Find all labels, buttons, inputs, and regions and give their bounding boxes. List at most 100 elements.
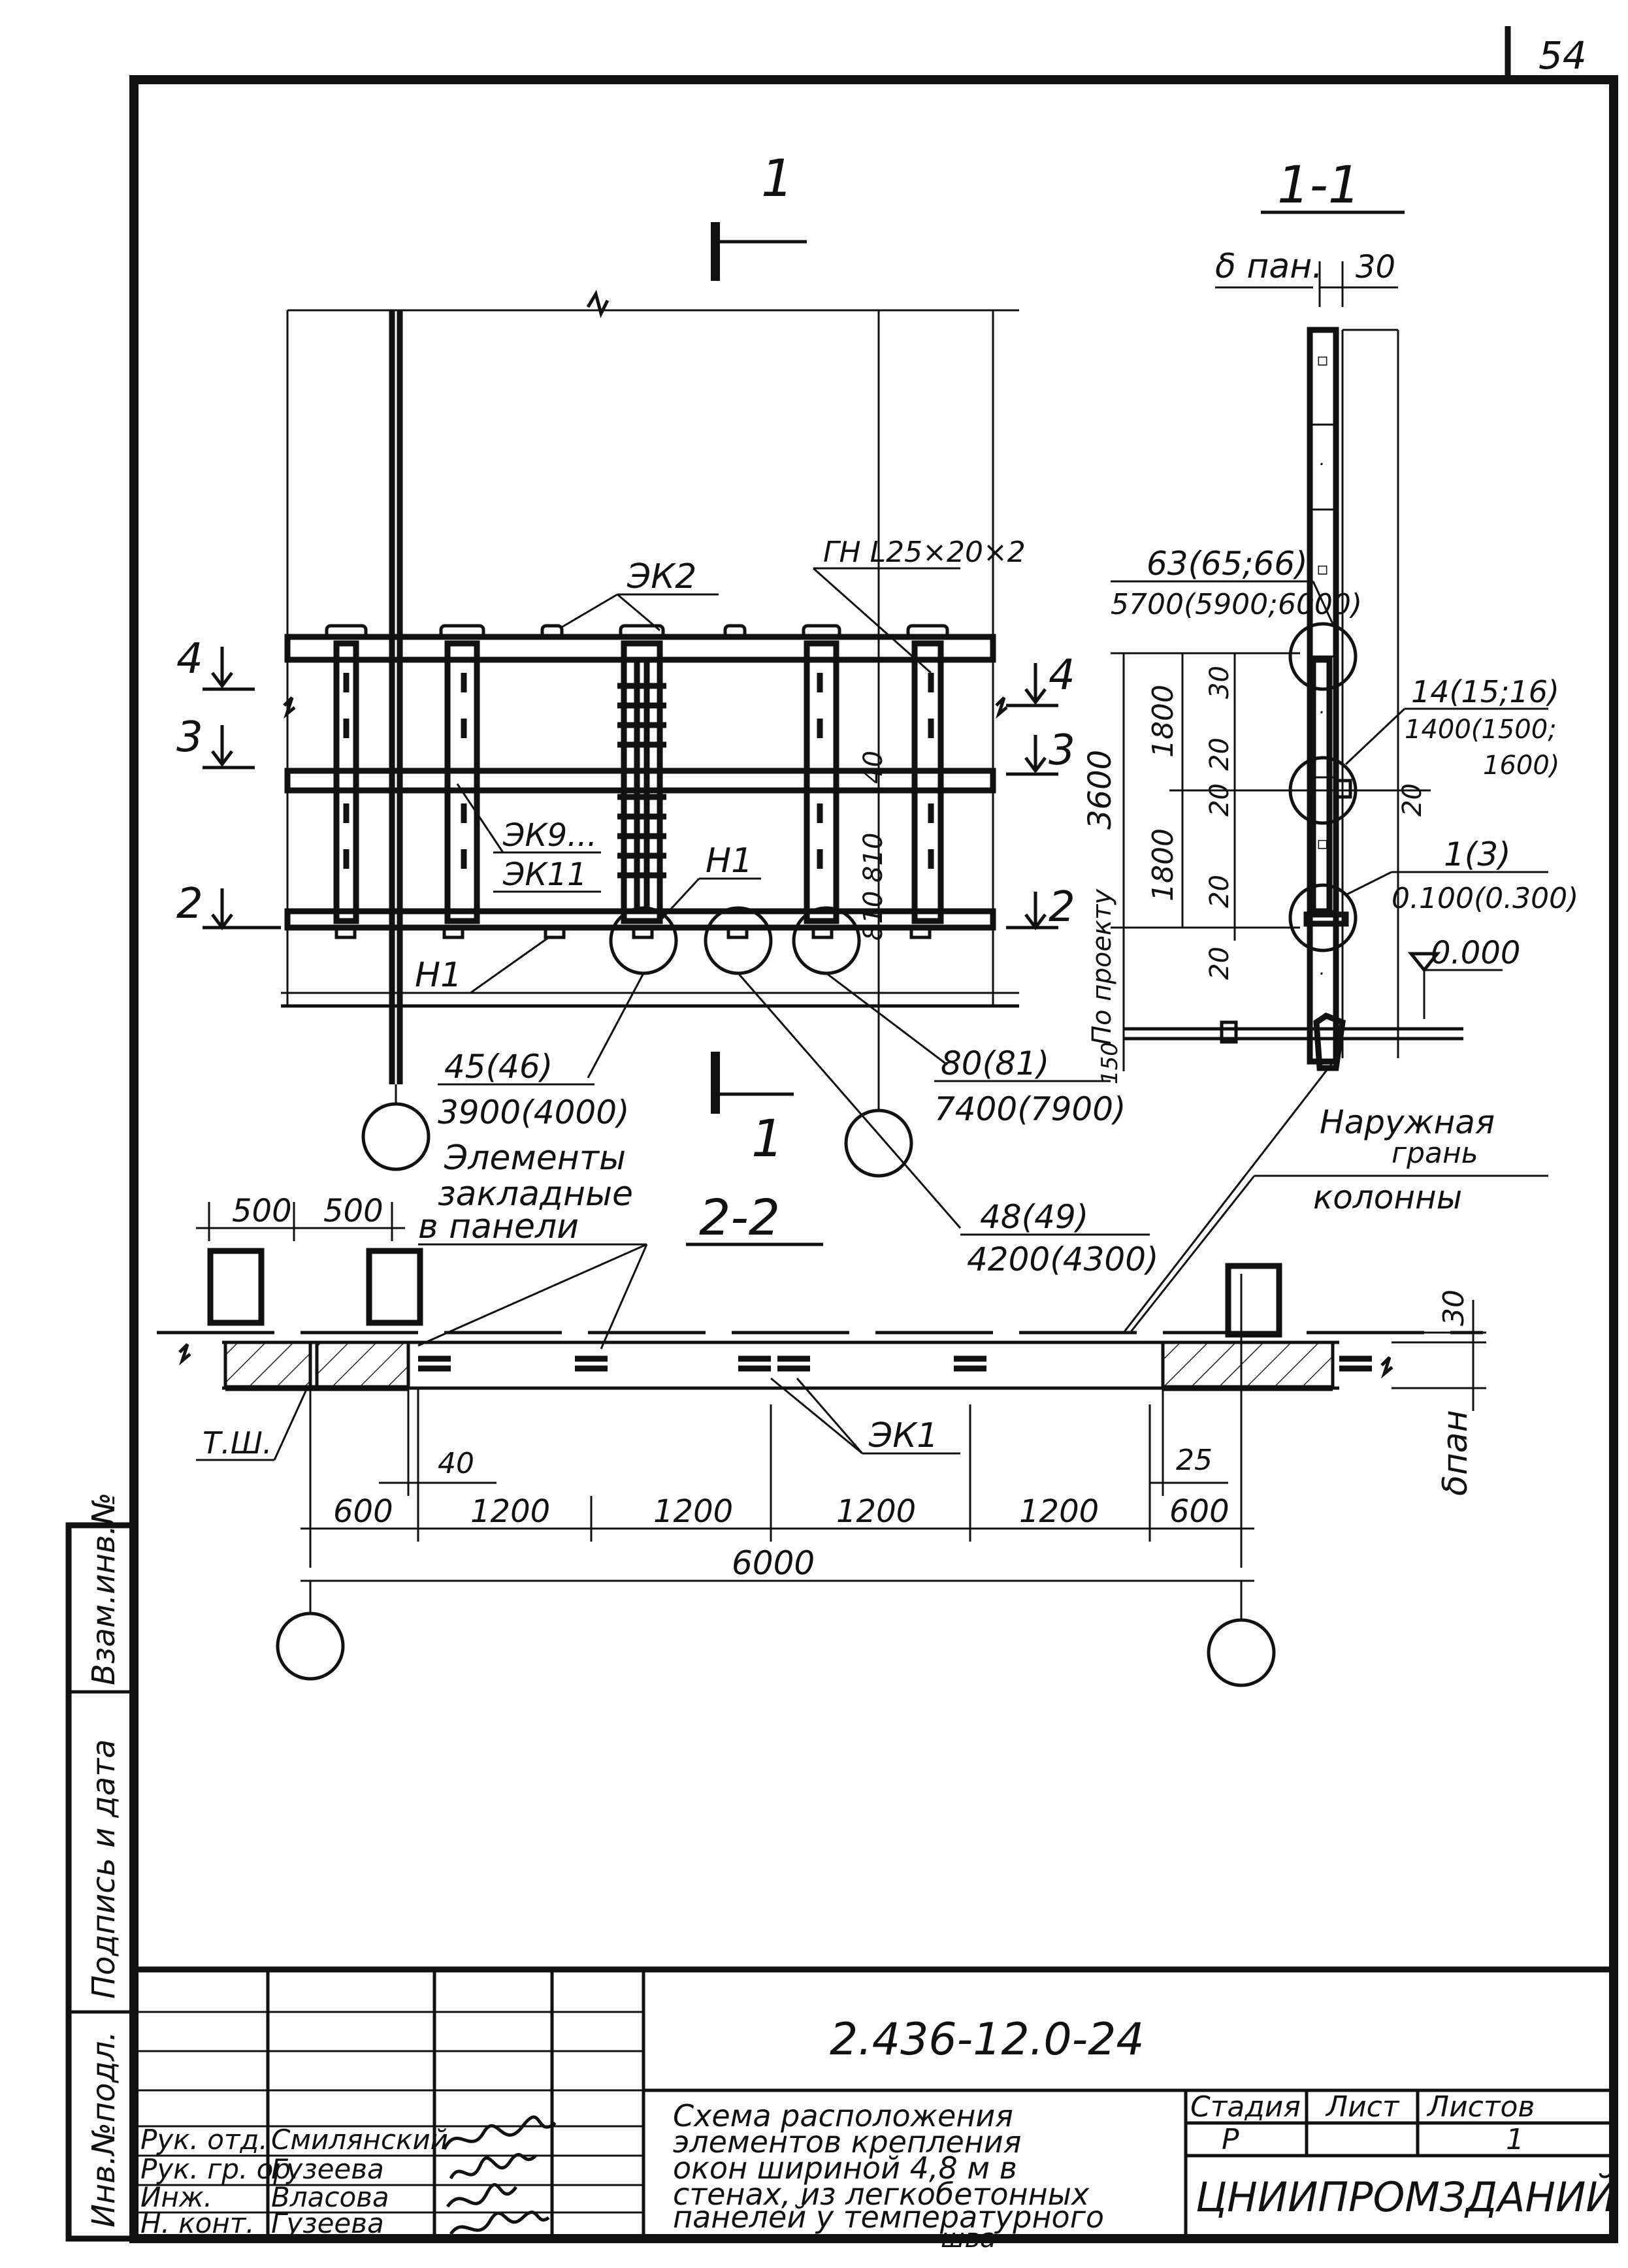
dim-40-elev: 40 <box>858 751 888 784</box>
dim-row-2: 1200 <box>653 1493 733 1530</box>
dim-20b: 20 <box>1205 783 1235 817</box>
dim-1800a: 1800 <box>1147 685 1180 758</box>
role-0: Рук. отд. <box>140 2124 268 2156</box>
elevation-view: 1 <box>176 150 1159 1278</box>
dim-row-1: 1200 <box>470 1493 550 1530</box>
section-title-2-2: 2-2 <box>699 1188 780 1246</box>
role-3: Н. конт. <box>140 2207 255 2239</box>
outer-line3: колонны <box>1313 1178 1462 1216</box>
section-mark-1-bottom: 1 <box>751 1110 784 1169</box>
callout-63-top: 63(65;66) <box>1147 545 1308 583</box>
dim-30-top: 30 <box>1356 249 1395 285</box>
callout-48-top: 48(49) <box>980 1198 1088 1236</box>
dim-30a: 30 <box>1205 666 1235 699</box>
level-2-right: 2 <box>1049 883 1075 932</box>
dim-row-4: 1200 <box>1019 1493 1099 1530</box>
callout-1-top: 1(3) <box>1444 835 1511 873</box>
b-pan-right: δпан <box>1436 1410 1475 1496</box>
section-mark-1-top: 1 <box>761 150 794 208</box>
svg-text:·: · <box>1318 702 1324 723</box>
desc-line-3: стенах, из легкобетонных <box>673 2177 1090 2212</box>
embedded-elements <box>418 1355 1372 1372</box>
dim-1800b: 1800 <box>1147 828 1180 901</box>
callout-63-bottom: 5700(5900;6000) <box>1111 588 1362 621</box>
level-3-right: 3 <box>1049 726 1075 775</box>
section-1-1: 1-1 δ пан. 30 ▫ · ▫ · ▫ · 63(65;66) <box>1082 156 1578 1333</box>
dim-row-0: 600 <box>333 1493 393 1530</box>
name-0: Смилянский <box>271 2124 448 2156</box>
po-proektu: По проекту <box>1087 888 1117 1045</box>
callout-ek9-top: ЭК9... <box>502 817 597 854</box>
callout-80-bottom: 7400(7900) <box>934 1090 1126 1128</box>
svg-text:·: · <box>1318 963 1324 984</box>
dim-500a: 500 <box>232 1193 292 1229</box>
name-2: Власова <box>271 2181 389 2213</box>
level-2-left: 2 <box>176 880 203 928</box>
dim-20e: 20 <box>1397 783 1427 817</box>
name-1: Гузеева <box>271 2153 384 2185</box>
elements-line3: в панели <box>418 1207 579 1246</box>
callout-1-bottom: 0.100(0.300) <box>1392 882 1578 915</box>
svg-text:▫: ▫ <box>1316 558 1329 579</box>
tsh-label: Т.Ш. <box>203 1425 272 1461</box>
side-stamp-inv-podl: Инв.№подл. <box>86 2031 122 2228</box>
section-title-1-1: 1-1 <box>1277 156 1360 215</box>
callout-n1-b: Н1 <box>415 956 462 995</box>
organization: ЦНИИПРОМЗДАНИЙ <box>1196 2173 1616 2221</box>
desc-line-1: элементов крепления <box>673 2124 1021 2160</box>
level-4-left: 4 <box>176 635 203 683</box>
signatures <box>442 2115 557 2235</box>
desc-line-4: панелей у температурного <box>673 2199 1104 2235</box>
desc-line-0: Схема расположения <box>673 2098 1013 2133</box>
side-stamp-vzam: Взам.инв.№ <box>86 1493 122 1685</box>
outer-line1: Наружная <box>1320 1103 1495 1141</box>
sheets-header: Листов <box>1426 2090 1535 2124</box>
svg-text:·: · <box>1318 453 1324 475</box>
svg-text:▫: ▫ <box>1316 349 1329 370</box>
elements-line2: закладные <box>438 1174 633 1214</box>
dim-40-section: 40 <box>438 1447 474 1480</box>
title-block: 2.436-12.0-24 Схема расположения элемент… <box>131 1966 1617 2254</box>
dim-6000: 6000 <box>732 1544 815 1582</box>
dim-25: 25 <box>1176 1444 1213 1477</box>
dim-3600: 3600 <box>1082 750 1118 830</box>
section-2-2: 2-2 Элементы закладные в панели Наружная… <box>157 1103 1548 1687</box>
callout-14-bottom: 1600) <box>1483 751 1559 781</box>
level-zero: 0.000 <box>1431 935 1520 971</box>
callout-45-top: 45(46) <box>444 1048 553 1086</box>
callout-48-bottom: 4200(4300) <box>967 1240 1159 1278</box>
side-stamp-podpis: Подпись и дата <box>86 1739 122 1999</box>
dim-20c: 20 <box>1205 875 1235 908</box>
dim-row-3: 1200 <box>836 1493 916 1530</box>
sheet-header: Лист <box>1325 2090 1400 2124</box>
doc-code: 2.436-12.0-24 <box>830 2014 1145 2066</box>
dim-20a: 20 <box>1205 737 1235 771</box>
dim-500b: 500 <box>323 1193 383 1229</box>
dim-150: 150 <box>1097 1042 1123 1084</box>
stage-value: Р <box>1222 2123 1239 2156</box>
level-4-right: 4 <box>1049 651 1075 700</box>
ek1-label: ЭК1 <box>868 1416 938 1455</box>
role-1: Рук. гр. ор. <box>140 2153 299 2185</box>
callout-n1-a: Н1 <box>706 841 753 881</box>
callout-80-top: 80(81) <box>941 1045 1049 1082</box>
desc-line-2: окон шириной 4,8 м в <box>673 2150 1017 2186</box>
b-pan-top: δ пан. <box>1215 247 1323 286</box>
stage-header: Стадия <box>1190 2090 1301 2124</box>
dim-810: 810 810 <box>858 833 888 941</box>
callout-gn: ГН L25×20×2 <box>823 536 1026 569</box>
dim-row-5: 600 <box>1169 1493 1229 1530</box>
callout-14-mid: 1400(1500; <box>1405 715 1557 745</box>
page-number: 54 <box>1538 33 1587 78</box>
outer-line2: грань <box>1392 1137 1478 1170</box>
elements-line1: Элементы <box>444 1139 626 1178</box>
callout-45-bottom: 3900(4000) <box>438 1094 630 1131</box>
svg-text:▫: ▫ <box>1316 832 1329 854</box>
callout-ek2: ЭК2 <box>627 557 696 596</box>
callout-14-top: 14(15;16) <box>1411 674 1559 709</box>
desc-line-5: шва <box>941 2224 996 2254</box>
sheets-value: 1 <box>1506 2123 1524 2156</box>
dim-30-right: 30 <box>1437 1289 1471 1326</box>
side-stamp: Взам.инв.№ Подпись и дата Инв.№подл. <box>65 1493 137 2242</box>
